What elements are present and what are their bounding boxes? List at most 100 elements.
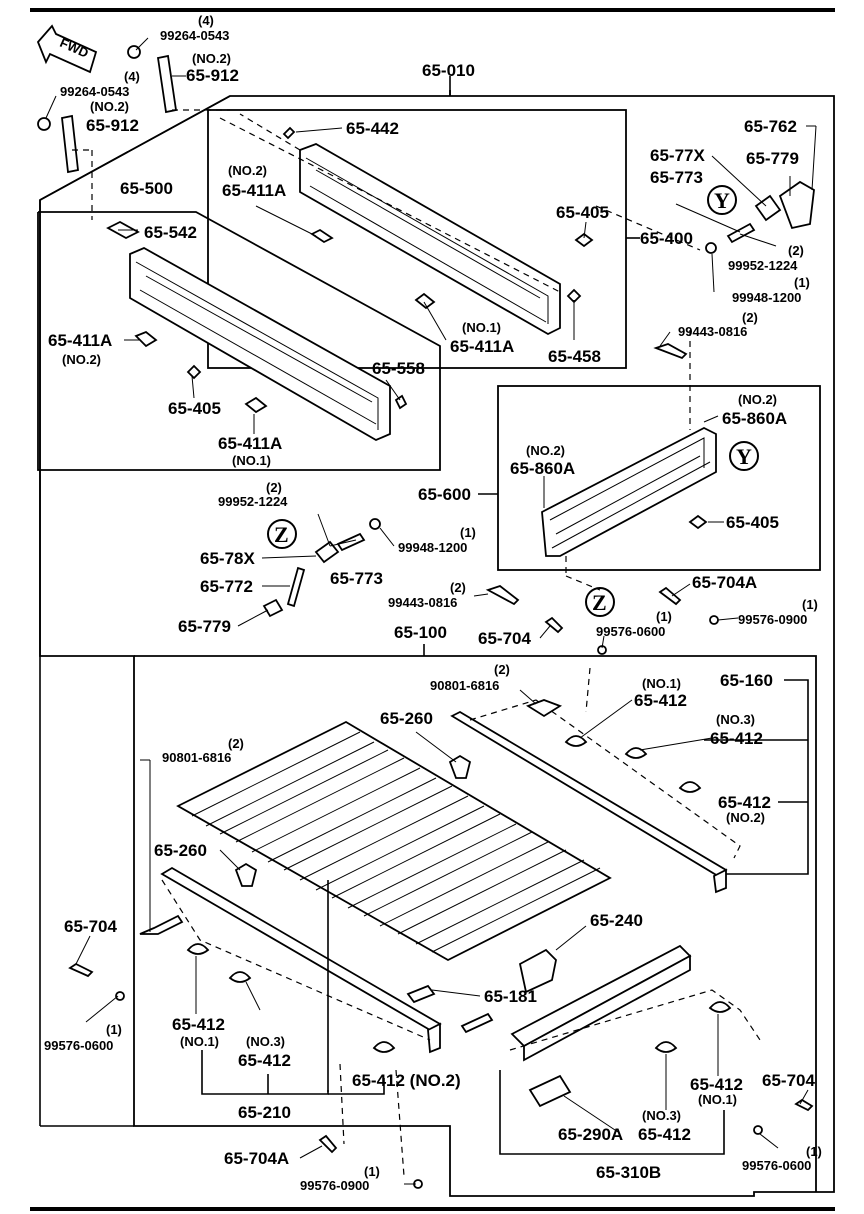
- label-412-bottom-no2: 65-412 (NO.2): [352, 1071, 461, 1090]
- bracket-65-181b-icon: [460, 1012, 494, 1034]
- bracket-65-240-icon: [518, 948, 557, 994]
- bolt-99443-lower-icon: [485, 584, 520, 606]
- label-65-010: 65-010: [422, 61, 475, 80]
- box-65-500: [37, 211, 441, 471]
- bolt-65-704a-lower-icon: [318, 1134, 338, 1154]
- label-860a-left-note: (NO.2): [526, 443, 565, 458]
- label-411a-left-no2-note: (NO.2): [62, 352, 101, 367]
- hinge-65-912-left-icon: [37, 114, 79, 174]
- label-412-left-no1: 65-412: [172, 1015, 225, 1034]
- bracket-65-181a-icon: [406, 984, 436, 1004]
- label-90801-upper: 90801-6816: [430, 678, 499, 693]
- latch-hardware-lower: [262, 518, 381, 618]
- label-912-left: 65-912: [86, 116, 139, 135]
- clip-65-412-left-no1-icon: [186, 943, 210, 955]
- bolt-65-704-mid-icon: [544, 616, 564, 634]
- bolt-65-704-right-icon: [794, 1098, 814, 1112]
- clip-65-412-right-no3-icon: [654, 1041, 678, 1053]
- clip-65-412-left-no3-icon: [228, 971, 252, 983]
- part-labels: (4) 99264-0543 (NO.2) (4) 65-912 99264-0…: [44, 13, 822, 1193]
- label-99443-lower: 99443-0816: [388, 595, 457, 610]
- label-99948-lower: 99948-1200: [398, 540, 467, 555]
- label-65-290a: 65-290A: [558, 1125, 623, 1144]
- clip-65-412-no2-icon: [678, 781, 702, 793]
- label-65-558: 65-558: [372, 359, 425, 378]
- label-65-762: 65-762: [744, 117, 797, 136]
- hook-65-558-icon: [394, 394, 408, 410]
- label-411a-upper: 65-411A: [222, 181, 286, 200]
- clip-65-442-icon: [282, 126, 296, 140]
- label-65-77x: 65-77X: [650, 146, 705, 165]
- label-412-no1-note: (NO.1): [642, 676, 681, 691]
- label-65-704-right: 65-704: [762, 1071, 815, 1090]
- bolt-90801-left-icon: [139, 914, 184, 935]
- label-912-top-qty: (4): [124, 69, 140, 84]
- label-65-779-upper: 65-779: [746, 149, 799, 168]
- label-860a-left: 65-860A: [510, 459, 575, 478]
- label-65-704a-upper: 65-704A: [692, 573, 757, 592]
- label-65-400: 65-400: [640, 229, 693, 248]
- rear-gate-panel-upper: [219, 113, 561, 336]
- label-411a-left-no2: 65-411A: [48, 331, 112, 350]
- label-99576-0600-mid: 99576-0600: [596, 624, 665, 639]
- label-65-704-mid: 65-704: [478, 629, 531, 648]
- marker-z-lower: [585, 587, 615, 617]
- clip-65-405-right-icon: [688, 514, 708, 530]
- tailgate-panel: [541, 426, 717, 557]
- bolt-65-704a-upper-icon: [658, 586, 682, 606]
- label-65-704a-lower: 65-704A: [224, 1149, 289, 1168]
- bolt-99443-upper-icon: [653, 343, 688, 360]
- label-65-210: 65-210: [238, 1103, 291, 1122]
- label-99264-top-qty: (4): [198, 13, 214, 28]
- label-99576-0600-left-qty: (1): [106, 1022, 122, 1037]
- label-65-773-upper: 65-773: [650, 168, 703, 187]
- clip-65-412-right-no1-icon: [708, 1001, 732, 1013]
- label-412-no3-note: (NO.3): [716, 712, 755, 727]
- label-65-773-lower: 65-773: [330, 569, 383, 588]
- label-65-772: 65-772: [200, 577, 253, 596]
- label-99443-upper-qty: (2): [742, 310, 758, 325]
- label-411a-left-no1: 65-411A: [218, 434, 282, 453]
- label-99948-upper: 99948-1200: [732, 290, 801, 305]
- label-99948-lower-qty: (1): [460, 525, 476, 540]
- label-65-542: 65-542: [144, 223, 197, 242]
- label-412-left-no3: 65-412: [238, 1051, 291, 1070]
- label-412-left-no1-note: (NO.1): [180, 1034, 219, 1049]
- label-99443-lower-qty: (2): [450, 580, 466, 595]
- nut-99576-0600-right-icon: [753, 1125, 763, 1135]
- clip-65-411a-upper-icon: [310, 228, 334, 244]
- label-99576-0900-right: 99576-0900: [738, 612, 807, 627]
- label-412-no2-note: (NO.2): [726, 810, 765, 825]
- clip-65-412-bottom-no2-icon: [372, 1041, 396, 1053]
- label-912-left-note: (NO.2): [90, 99, 129, 114]
- label-412-right-no1: 65-412: [690, 1075, 743, 1094]
- label-99576-0600-left: 99576-0600: [44, 1038, 113, 1053]
- clip-65-411a-left-no1-icon: [244, 396, 268, 414]
- label-412-right-no1-note: (NO.1): [698, 1092, 737, 1107]
- cross-member-65-310b: [509, 944, 761, 1062]
- label-412-no1: 65-412: [634, 691, 687, 710]
- hook-65-458-icon: [566, 288, 582, 304]
- label-65-100: 65-100: [394, 623, 447, 642]
- clip-65-411a-left-no2-icon: [134, 330, 158, 348]
- label-99576-0900-lower: 99576-0900: [300, 1178, 369, 1193]
- marker-z-upper-text: Z: [274, 522, 289, 547]
- marker-y-lower: [729, 441, 759, 471]
- label-90801-left: 90801-6816: [162, 750, 231, 765]
- label-411a-upper-note: (NO.2): [228, 163, 267, 178]
- label-412-no2: 65-412: [718, 793, 771, 812]
- latch-hardware-upper: [705, 180, 815, 254]
- label-411a-upper-no1: 65-411A: [450, 337, 514, 356]
- label-90801-upper-qty: (2): [494, 662, 510, 677]
- label-412-right-no3: 65-412: [638, 1125, 691, 1144]
- bolt-65-704-left-icon: [68, 962, 94, 978]
- label-411a-left-no1-note: (NO.1): [232, 453, 271, 468]
- fwd-arrow-icon: FWD: [36, 24, 98, 74]
- box-65-400: [207, 109, 627, 369]
- bracket-65-260-left-icon: [234, 862, 258, 887]
- label-65-500: 65-500: [120, 179, 173, 198]
- top-border: [30, 8, 835, 12]
- label-65-442: 65-442: [346, 119, 399, 138]
- label-99576-0600-mid-qty: (1): [656, 609, 672, 624]
